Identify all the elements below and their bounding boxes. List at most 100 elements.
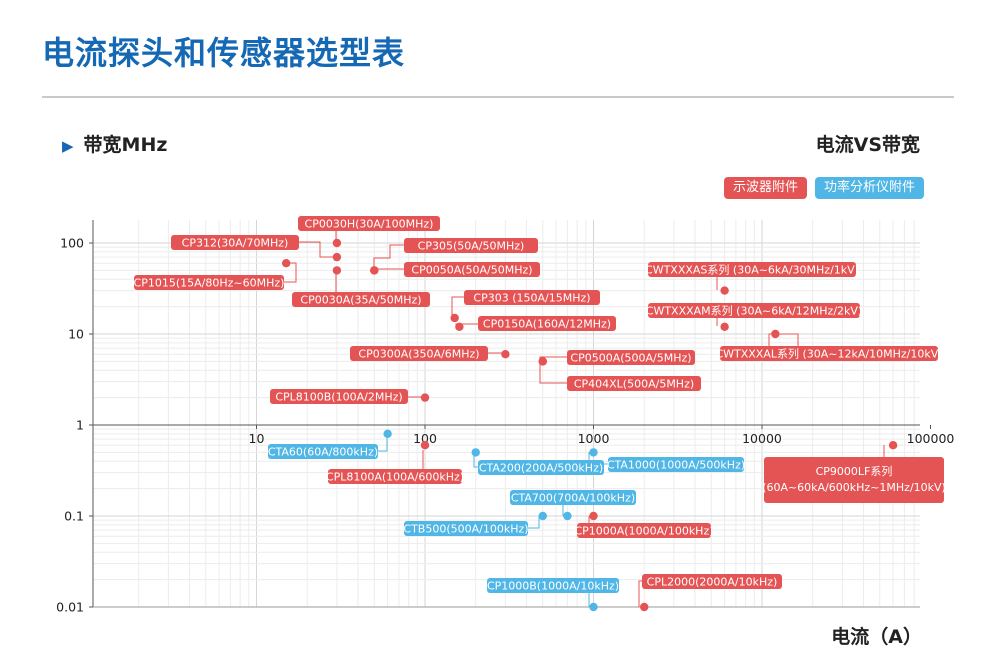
point-label-box	[292, 292, 430, 307]
x-tick-label: 1000	[578, 431, 610, 446]
y-tick-label: 10	[68, 327, 84, 342]
point-label-box	[567, 350, 695, 365]
label-connector	[373, 244, 404, 270]
point-label: CP0300A(350A/6MHz)	[358, 348, 479, 361]
data-point	[501, 349, 510, 359]
data-point	[420, 440, 430, 450]
x-tick-label: 10000	[742, 431, 782, 446]
data-point	[332, 266, 342, 275]
data-point	[538, 357, 547, 366]
label-connector	[378, 434, 388, 452]
point-label: CP0030A(35A/50MHz)	[300, 294, 421, 307]
point-label-box	[478, 460, 604, 475]
point-label: CWTXXXAM系列 (30A~6kA/12MHz/2kV)	[646, 304, 862, 318]
y-axis-heading: ▶ 带宽MHz	[62, 130, 167, 157]
point-label-box	[720, 346, 938, 361]
point-label: CP312(30A/70MHz)	[182, 237, 289, 250]
label-connector	[528, 516, 540, 529]
x-tick-label: 100000	[907, 431, 955, 446]
label-connector	[768, 333, 799, 346]
point-label: CP0150A(160A/12MHz)	[483, 318, 611, 331]
title-divider	[42, 96, 954, 98]
legend-power-analyzer-accessory: 功率分析仪附件	[814, 177, 924, 199]
point-label: CTA200(200A/500kHz)	[479, 462, 603, 475]
point-label: CTB500(500A/100kHz)	[403, 523, 528, 536]
point-label-box	[270, 389, 408, 404]
point-label: CP0050A(50A/50MHz)	[411, 264, 532, 277]
point-label-box	[404, 521, 528, 536]
point-label-box	[478, 316, 616, 331]
point-label: CPL8100B(100A/2MHz)	[275, 391, 402, 404]
chart-axes	[92, 220, 920, 608]
point-label-box	[648, 303, 860, 318]
x-axis-heading: 电流（A）	[831, 626, 922, 648]
point-label-box	[487, 578, 619, 593]
point-label-box	[764, 457, 944, 503]
point-label: CP1000B(1000A/10kHz)	[487, 580, 619, 593]
y-tick-label: 0.1	[64, 509, 84, 524]
label-connector	[539, 362, 567, 384]
data-point	[720, 286, 729, 295]
point-label: CP1000A(1000A/100kHz)	[574, 525, 713, 538]
point-label: CP9000LF系列	[816, 464, 893, 478]
point-label-box	[608, 457, 744, 472]
point-label-box	[567, 376, 701, 391]
x-tick-label: 10	[249, 431, 265, 446]
x-tick-label: 100	[413, 431, 437, 446]
data-point	[281, 258, 291, 268]
point-label: CPL8100A(100A/600kHz)	[326, 471, 464, 484]
point-label: CWTXXXAS系列 (30A~6kA/30MHz/1kV)	[645, 263, 859, 277]
point-label: CP305(50A/50MHz)	[418, 240, 525, 253]
data-points	[281, 238, 898, 612]
label-connector	[299, 241, 336, 258]
point-label-box	[328, 469, 462, 484]
legend: 示波器附件 功率分析仪附件	[723, 177, 924, 199]
legend-oscilloscope-accessory: 示波器附件	[723, 177, 807, 199]
point-label-box	[171, 235, 299, 250]
label-connector	[638, 580, 642, 607]
label-connector	[451, 296, 464, 318]
point-label: CP1015(15A/80Hz~60MHz)	[134, 277, 285, 290]
data-point	[332, 252, 342, 262]
point-label-box	[350, 346, 488, 361]
point-label: CPL2000(2000A/10kHz)	[647, 576, 778, 589]
data-point	[589, 448, 598, 457]
y-tick-label: 1	[76, 418, 84, 433]
point-label-detail: (60A~60kA/600kHz~1MHz/10kV)	[762, 481, 946, 494]
point-labels: CP0030H(30A/100MHz) CP312(30A/70MHz) CP003…	[134, 216, 946, 593]
y-tick-label: 100	[60, 236, 84, 251]
label-connector	[473, 452, 478, 468]
point-label-box	[642, 574, 782, 589]
data-point	[332, 238, 342, 248]
point-label-box	[648, 262, 856, 277]
y-axis-heading-text: 带宽MHz	[83, 134, 168, 156]
point-label: CWTXXXAL系列 (30A~12kA/10MHz/10kV)	[715, 347, 942, 361]
data-point	[771, 329, 780, 339]
data-point	[589, 511, 598, 521]
point-label-box	[268, 444, 378, 459]
point-label-box	[298, 216, 440, 231]
point-label-box	[464, 290, 600, 305]
data-point	[420, 393, 430, 402]
point-label: CP404XL(500A/5MHz)	[574, 378, 694, 391]
chart-ticks: 100 10 1 0.1 0.01 10 100 1000 10000 100000	[56, 236, 954, 615]
point-label: CTA700(700A/100kHz)	[511, 492, 635, 505]
data-point	[383, 429, 392, 439]
data-point	[888, 440, 898, 450]
label-connector	[284, 262, 297, 283]
point-label: CTA60(60A/800kHz)	[268, 446, 378, 459]
data-point	[450, 313, 459, 323]
point-label: CP0030H(30A/100MHz)	[305, 218, 434, 231]
point-label: CTA1000(1000A/500kHz)	[607, 459, 745, 472]
point-label: CP303 (150A/15MHz)	[473, 292, 590, 305]
data-point	[720, 322, 729, 331]
data-point	[640, 602, 649, 612]
point-label-box	[404, 262, 540, 277]
triangle-right-icon: ▶	[62, 137, 74, 155]
point-label: CP0500A(500A/5MHz)	[570, 352, 691, 365]
point-label-box	[577, 523, 711, 538]
data-point	[538, 511, 547, 521]
y-tick-label: 0.01	[56, 600, 84, 615]
point-label-box	[510, 490, 636, 505]
